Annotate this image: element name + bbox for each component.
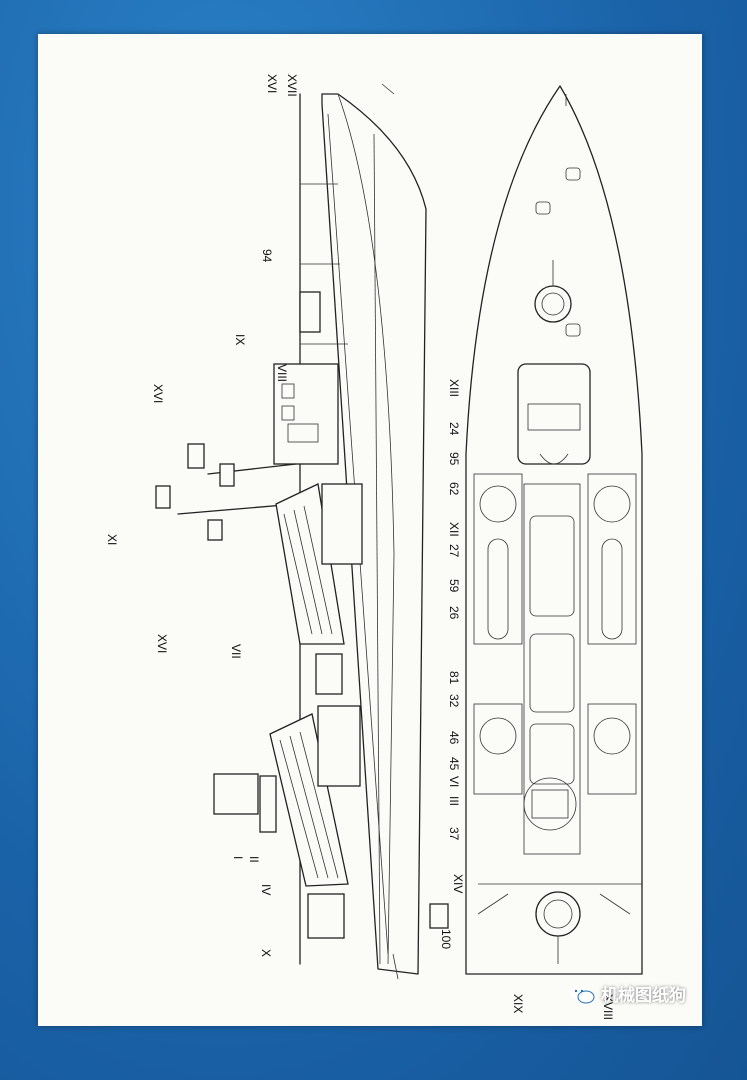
label-side-12: X bbox=[259, 949, 273, 957]
label-plan-14: 37 bbox=[447, 827, 461, 841]
label-plan-12: VI bbox=[447, 776, 461, 787]
label-plan-3: 62 bbox=[447, 482, 461, 496]
label-side-0: XVI bbox=[265, 74, 279, 93]
label-side-11: IV bbox=[259, 884, 273, 895]
label-side-4: VIII bbox=[275, 364, 289, 382]
label-side-7: XVI bbox=[155, 634, 169, 653]
label-side-9: I bbox=[231, 856, 245, 859]
label-side-2: 94 bbox=[260, 249, 274, 263]
label-plan-13: III bbox=[447, 796, 461, 806]
wechat-icon bbox=[570, 984, 595, 1003]
plan-view bbox=[465, 85, 643, 975]
label-plan-16: XVIII bbox=[601, 994, 615, 1020]
watermark-text: 机械图纸狗 bbox=[601, 986, 686, 1005]
label-plan-10: 46 bbox=[447, 731, 461, 745]
label-plan-4: XII bbox=[447, 522, 461, 537]
label-plan-15: XIX bbox=[511, 994, 525, 1013]
side-profile bbox=[155, 83, 449, 980]
label-plan-1: 24 bbox=[447, 422, 461, 436]
label-plan-2: 95 bbox=[447, 452, 461, 466]
label-side-6: XI bbox=[105, 534, 119, 545]
label-side-5: XVI bbox=[151, 384, 165, 403]
label-plan-7: 26 bbox=[447, 606, 461, 620]
label-side-3: IX bbox=[233, 334, 247, 345]
label-plan-0: XIII bbox=[447, 379, 461, 397]
boat-drawing: XVIXVII94IXVIIIXVIXIXVIVIIIIIIVXXIV100XI… bbox=[105, 74, 643, 1020]
label-side-14: 100 bbox=[439, 929, 453, 949]
label-side-10: II bbox=[247, 856, 261, 863]
label-plan-5: 27 bbox=[447, 544, 461, 558]
label-plan-9: 32 bbox=[447, 694, 461, 708]
label-side-13: XIV bbox=[451, 874, 465, 893]
watermark: 机械图纸狗 bbox=[569, 981, 686, 1006]
label-side-1: XVII bbox=[285, 74, 299, 97]
label-plan-11: 45 bbox=[447, 757, 461, 771]
label-side-8: VII bbox=[229, 644, 243, 659]
label-plan-6: 59 bbox=[447, 579, 461, 593]
label-plan-8: 81 bbox=[447, 671, 461, 685]
